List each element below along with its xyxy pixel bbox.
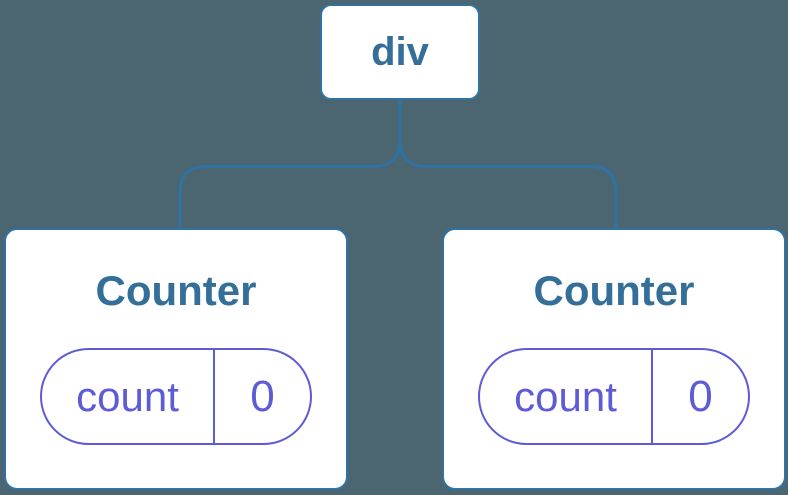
- root-node-label: div: [371, 29, 429, 74]
- state-value: 0: [651, 350, 748, 443]
- state-value: 0: [213, 350, 310, 443]
- component-title: Counter: [533, 267, 695, 314]
- tree-node-div: div: [320, 4, 480, 100]
- state-pill: count 0: [40, 348, 312, 445]
- tree-node-counter-left: Counter count 0: [4, 228, 348, 490]
- state-key: count: [514, 372, 617, 420]
- state-key: count: [76, 372, 179, 420]
- tree-node-counter-right: Counter count 0: [442, 228, 786, 490]
- state-pill: count 0: [478, 348, 750, 445]
- connector-right-branch: [398, 100, 618, 229]
- connector-left-branch: [178, 100, 402, 229]
- component-title: Counter: [95, 267, 257, 314]
